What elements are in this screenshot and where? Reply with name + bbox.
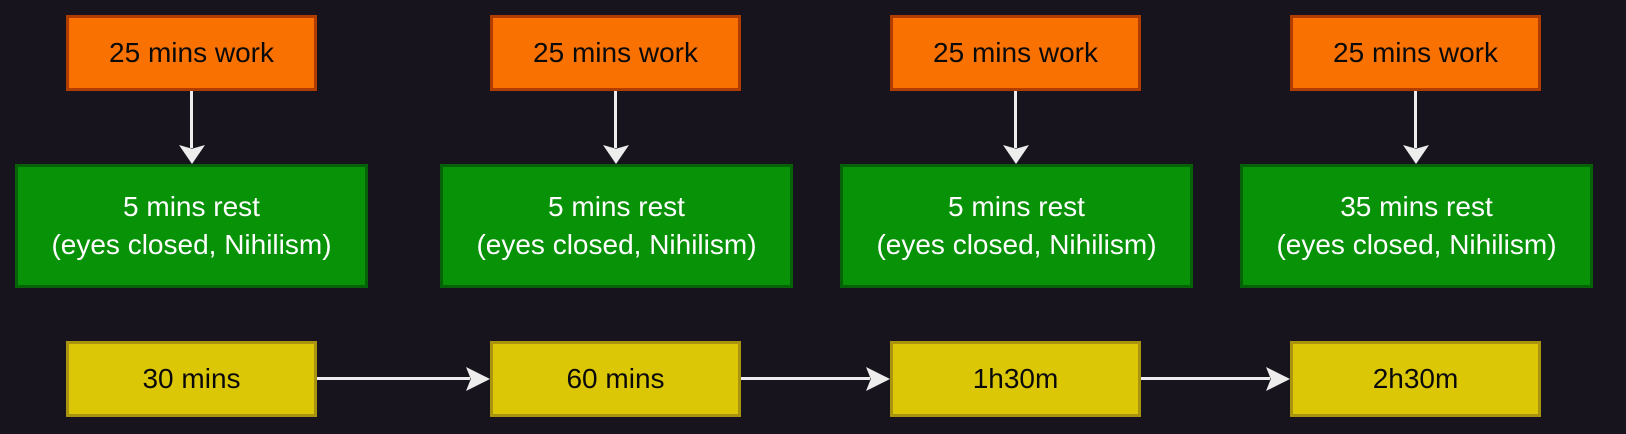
elapsed-time-box: 1h30m	[890, 341, 1141, 417]
work-label: 25 mins work	[533, 37, 698, 68]
arrow-shaft	[190, 91, 193, 148]
elapsed-time-label: 1h30m	[972, 363, 1059, 394]
rest-label: 35 mins rest (eyes closed, Nihilism)	[1276, 191, 1557, 260]
elapsed-time-label: 60 mins	[566, 363, 665, 394]
elapsed-time-label: 2h30m	[1372, 363, 1459, 394]
down-arrow-icon	[177, 91, 207, 164]
down-arrow-icon	[601, 91, 631, 164]
right-arrow-icon	[317, 366, 490, 392]
arrow-shaft	[614, 91, 617, 148]
arrow-shaft	[741, 377, 870, 380]
elapsed-time-box: 60 mins	[490, 341, 741, 417]
rest-box: 35 mins rest (eyes closed, Nihilism)	[1240, 164, 1593, 288]
arrow-shaft	[1014, 91, 1017, 148]
work-box: 25 mins work	[490, 15, 741, 91]
work-box: 25 mins work	[66, 15, 317, 91]
rest-label: 5 mins rest (eyes closed, Nihilism)	[876, 191, 1157, 260]
work-label: 25 mins work	[109, 37, 274, 68]
down-arrow-icon	[1401, 91, 1431, 164]
work-label: 25 mins work	[933, 37, 1098, 68]
rest-box: 5 mins rest (eyes closed, Nihilism)	[840, 164, 1193, 288]
right-arrow-icon	[741, 366, 890, 392]
work-box: 25 mins work	[890, 15, 1141, 91]
rest-label: 5 mins rest (eyes closed, Nihilism)	[476, 191, 757, 260]
arrow-shaft	[317, 377, 470, 380]
right-arrow-icon	[1141, 366, 1290, 392]
rest-box: 5 mins rest (eyes closed, Nihilism)	[440, 164, 793, 288]
arrow-shaft	[1141, 377, 1270, 380]
elapsed-time-box: 30 mins	[66, 341, 317, 417]
arrow-shaft	[1414, 91, 1417, 148]
work-box: 25 mins work	[1290, 15, 1541, 91]
rest-label: 5 mins rest (eyes closed, Nihilism)	[51, 191, 332, 260]
elapsed-time-box: 2h30m	[1290, 341, 1541, 417]
work-label: 25 mins work	[1333, 37, 1498, 68]
elapsed-time-label: 30 mins	[142, 363, 241, 394]
rest-box: 5 mins rest (eyes closed, Nihilism)	[15, 164, 368, 288]
down-arrow-icon	[1001, 91, 1031, 164]
